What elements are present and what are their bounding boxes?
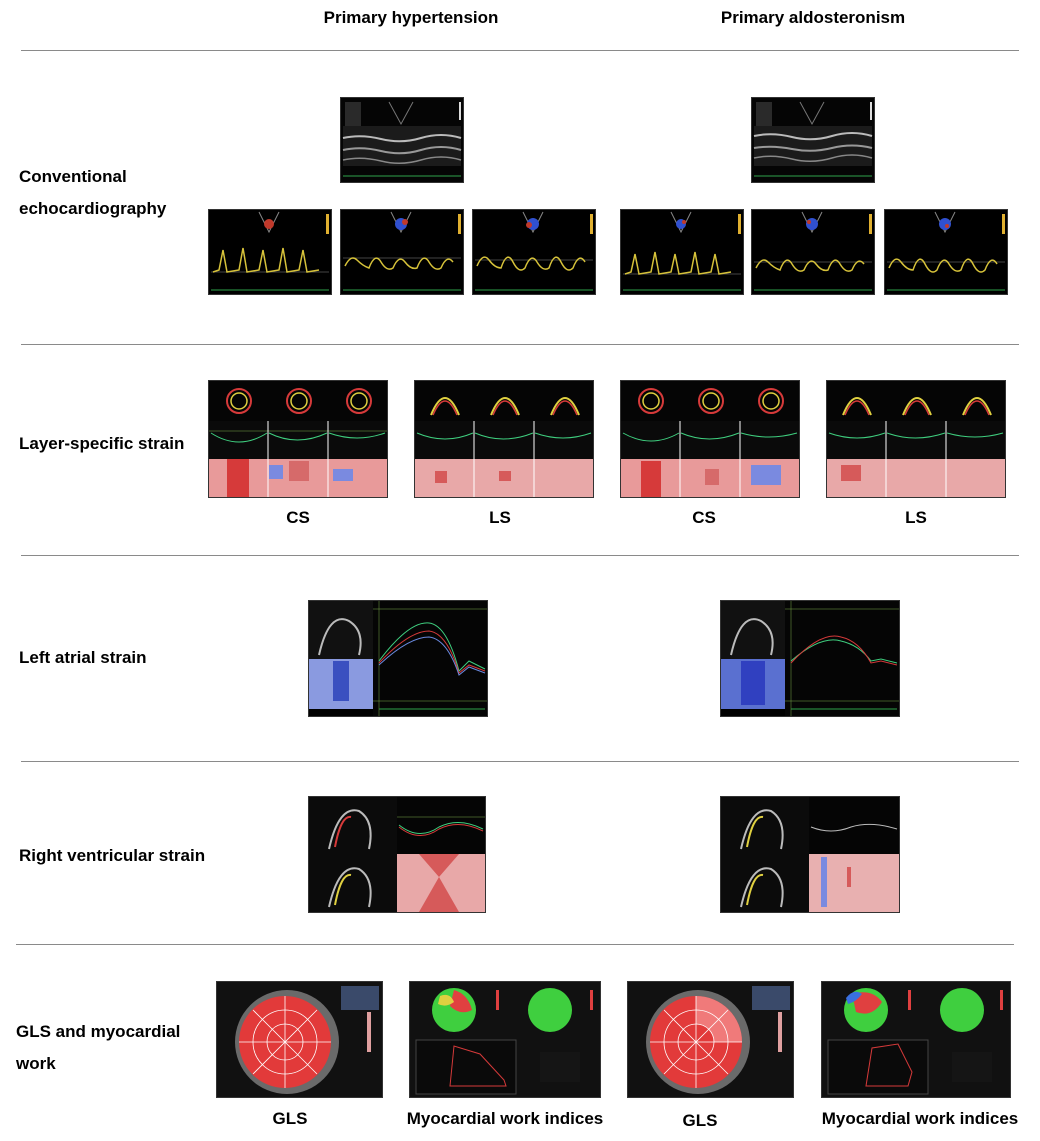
- doppler-image-hypertension-1: [208, 209, 332, 295]
- strain-image-ls-hypertension: [414, 380, 594, 498]
- rv-strain-image-aldosteronism: [720, 796, 900, 913]
- gls-bullseye-image-aldosteronism: [627, 981, 794, 1098]
- divider-5: [16, 944, 1014, 945]
- caption-ls-hypertension: LS: [489, 508, 511, 527]
- la-strain-image-aldosteronism: [720, 600, 900, 717]
- divider-3: [21, 555, 1019, 556]
- m-mode-image-aldosteronism: [751, 97, 875, 183]
- doppler-image-aldosteronism-1: [620, 209, 744, 295]
- gls-bullseye-image-hypertension: [216, 981, 383, 1098]
- rv-strain-image-hypertension: [308, 796, 486, 913]
- strain-image-cs-hypertension: [208, 380, 388, 498]
- caption-gls-hypertension: GLS: [272, 1109, 308, 1128]
- row-label-layer-specific-strain: Layer-specific strain: [19, 434, 185, 453]
- doppler-image-hypertension-2: [340, 209, 464, 295]
- m-mode-image-hypertension: [340, 97, 464, 183]
- divider-2: [21, 344, 1019, 345]
- strain-image-ls-aldosteronism: [826, 380, 1006, 498]
- caption-cs-aldosteronism: CS: [692, 508, 716, 527]
- myocardial-work-image-aldosteronism: [821, 981, 1011, 1098]
- caption-myocardial-work-hypertension: Myocardial work indices: [406, 1109, 604, 1128]
- la-strain-image-hypertension: [308, 600, 488, 717]
- row-label-conventional-echocardiography: Conventional echocardiography: [19, 167, 167, 218]
- caption-myocardial-work-aldosteronism: Myocardial work indices: [821, 1109, 1019, 1128]
- divider-4: [21, 761, 1019, 762]
- caption-ls-aldosteronism: LS: [905, 508, 927, 527]
- myocardial-work-image-hypertension: [409, 981, 601, 1098]
- caption-cs-hypertension: CS: [286, 508, 310, 527]
- row-label-right-ventricular-strain: Right ventricular strain: [19, 846, 206, 865]
- strain-image-cs-aldosteronism: [620, 380, 800, 498]
- header-primary-aldosteronism: Primary aldosteronism: [720, 8, 906, 27]
- divider-1: [21, 50, 1019, 51]
- row-label-left-atrial-strain: Left atrial strain: [19, 648, 147, 667]
- doppler-image-aldosteronism-2: [751, 209, 875, 295]
- header-primary-hypertension: Primary hypertension: [323, 8, 499, 27]
- doppler-image-hypertension-3: [472, 209, 596, 295]
- row-label-gls-myocardial-work: GLS and myocardial work: [16, 1022, 181, 1073]
- doppler-image-aldosteronism-3: [884, 209, 1008, 295]
- caption-gls-aldosteronism: GLS: [682, 1111, 718, 1130]
